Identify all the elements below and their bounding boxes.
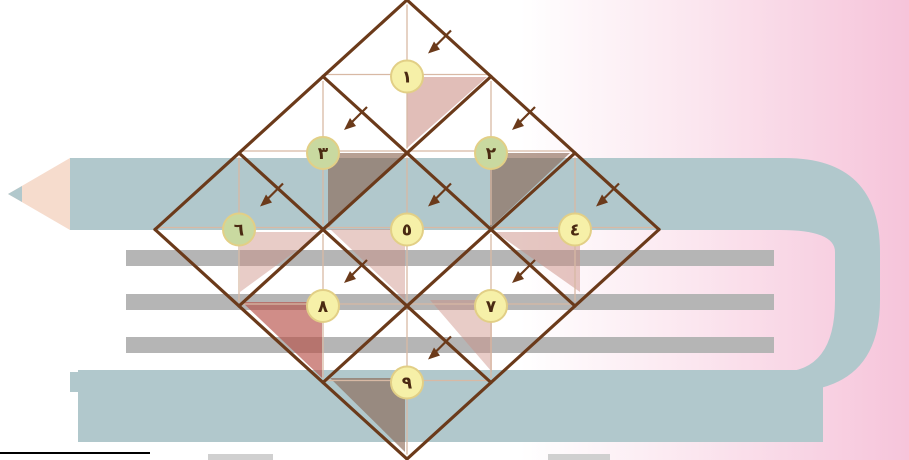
cell-7-badge: ٧ (475, 290, 507, 322)
footer-tab-left (208, 454, 273, 460)
gray-stripe-1 (126, 250, 774, 266)
cell-4-badge: ٤ (559, 214, 591, 246)
cell-2-number: ٢ (486, 144, 497, 164)
cell-2-badge: ٢ (475, 137, 507, 169)
pencil-point (8, 186, 22, 202)
cell-3-badge: ٣ (307, 137, 339, 169)
arrow-3 (344, 107, 367, 130)
cell-9-number: ٩ (402, 374, 413, 394)
cell-8-badge: ٨ (307, 290, 339, 322)
cell-1-number: ١ (402, 68, 412, 88)
cell-7-number: ٧ (486, 297, 497, 317)
footnote-rule (0, 452, 150, 454)
cell-3-number: ٣ (318, 144, 329, 164)
arrow-1 (428, 31, 451, 54)
cell-5-badge: ٥ (391, 214, 423, 246)
cell-9-badge: ٩ (391, 367, 423, 399)
cell-1-badge: ١ (391, 61, 423, 93)
cell-6-number: ٦ (234, 221, 244, 241)
footer-tab-right (548, 454, 610, 460)
cell-4-number: ٤ (570, 221, 580, 241)
cell-5-number: ٥ (402, 221, 412, 241)
cell-8-number: ٨ (318, 297, 329, 317)
cell-6-badge: ٦ (223, 214, 255, 246)
